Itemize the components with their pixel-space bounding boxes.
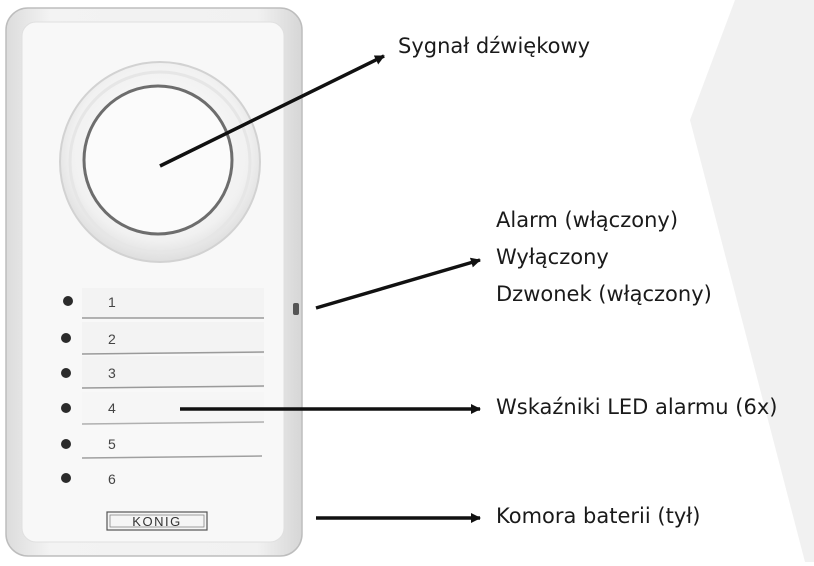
- arrow-siren: [159, 54, 385, 168]
- alarm-device: 1 2 3 4: [5, 7, 303, 557]
- led-indicator: [61, 368, 71, 378]
- slot-number-4: 4: [108, 400, 116, 416]
- slot-number-1: 1: [108, 294, 116, 310]
- siren-speaker: [59, 61, 261, 263]
- label-switch-off: Wyłączony: [496, 245, 609, 269]
- led-row-2: 2: [61, 322, 265, 355]
- led-indicator: [61, 403, 71, 413]
- led-row-5: 5: [61, 436, 263, 459]
- led-indicator: [63, 296, 73, 306]
- led-row-6: 6: [61, 471, 116, 487]
- led-rows: 1 2 3 4: [61, 288, 265, 487]
- led-indicator: [61, 473, 71, 483]
- brand-plate: KONIG: [106, 511, 208, 531]
- label-strip: [82, 356, 264, 388]
- slot-number-3: 3: [108, 365, 116, 381]
- led-indicator: [61, 439, 71, 449]
- led-indicator: [61, 333, 71, 343]
- mode-switch: [293, 303, 299, 315]
- led-row-3: 3: [61, 356, 265, 389]
- slot-number-2: 2: [108, 331, 116, 347]
- label-switch-alarm: Alarm (włączony): [496, 208, 679, 232]
- brand-logo: KONIG: [132, 514, 181, 529]
- arrow-switch: [315, 257, 481, 310]
- arrows: [159, 54, 481, 523]
- led-row-1: 1: [63, 288, 264, 319]
- label-siren: Sygnał dźwiękowy: [398, 34, 591, 58]
- label-battery: Komora baterii (tył): [496, 504, 701, 528]
- background-shape: [690, 0, 814, 562]
- slot-number-5: 5: [108, 436, 116, 452]
- slot-number-6: 6: [108, 471, 116, 487]
- label-strip: [82, 288, 264, 318]
- label-switch-bell: Dzwonek (włączony): [496, 282, 712, 306]
- label-leds: Wskaźniki LED alarmu (6x): [496, 395, 778, 419]
- label-strip: [82, 322, 264, 354]
